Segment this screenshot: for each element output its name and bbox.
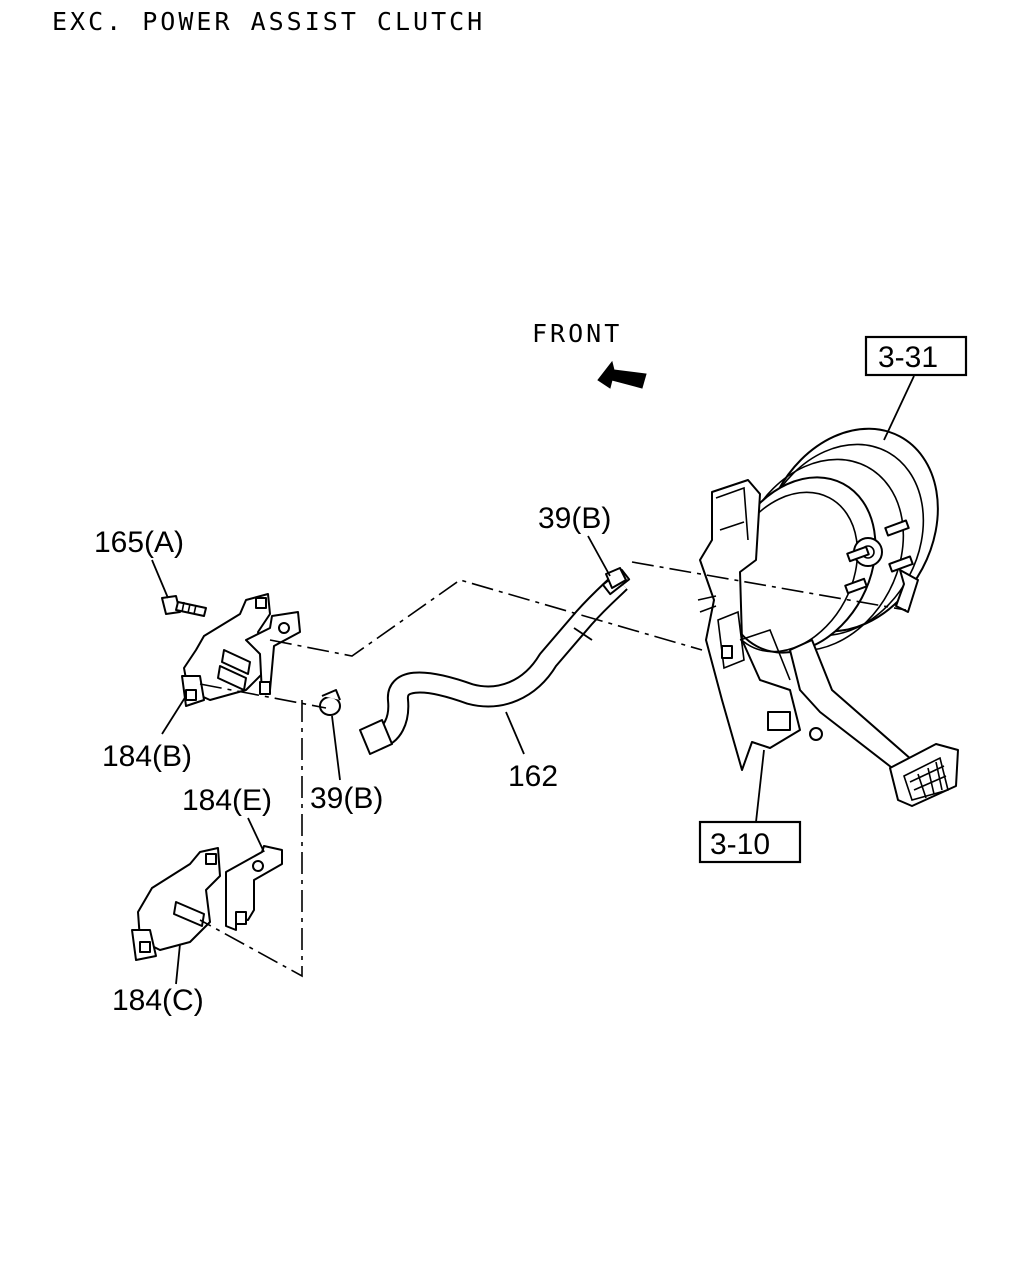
pedal-bracket [697, 479, 959, 807]
ref-label-pedal: 3-10 [710, 828, 770, 861]
brake-booster [721, 427, 939, 654]
hose-clip-upper [605, 567, 627, 589]
callout-165a: 165(A) [94, 526, 184, 559]
mounting-bracket-184c [131, 847, 221, 961]
front-arrow-icon [597, 360, 647, 389]
callout-184b: 184(B) [102, 740, 192, 773]
ref-box-booster[interactable]: 3-31 [864, 335, 968, 377]
diagram-title: EXC. POWER ASSIST CLUTCH [52, 7, 485, 36]
ref-box-pedal[interactable]: 3-10 [698, 820, 802, 864]
vacuum-hose [359, 568, 631, 755]
callout-184c: 184(C) [112, 984, 204, 1017]
front-label: FRONT [532, 319, 622, 348]
ref-label-booster: 3-31 [878, 341, 938, 374]
bolt-165a [161, 595, 207, 617]
callout-39b-lower: 39(B) [310, 782, 383, 815]
hose-clip-lower [319, 689, 341, 716]
pedal-pad [889, 743, 959, 807]
mounting-bracket-184b [181, 593, 301, 707]
mounting-bracket-184e [225, 845, 283, 931]
callout-184e: 184(E) [182, 784, 272, 817]
booster-stud [844, 519, 914, 595]
callout-162: 162 [508, 760, 558, 793]
callout-39b-upper: 39(B) [538, 502, 611, 535]
